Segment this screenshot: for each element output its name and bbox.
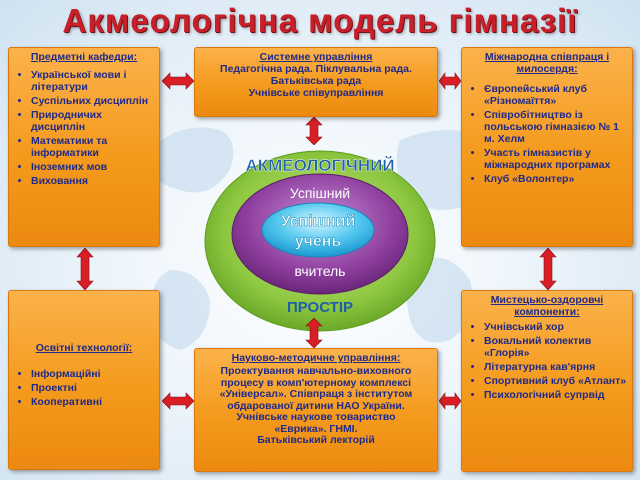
box-system-management: Системне управління Педагогічна рада. Пі… <box>194 47 438 117</box>
box-heading-line2: милосердя: <box>516 63 578 75</box>
list-item: Спортивний клуб «Атлант» <box>484 375 628 387</box>
middle-top-label: Успішний <box>290 185 350 201</box>
box-line: «Еврика». ГНМІ. <box>274 422 358 435</box>
inner-ellipse <box>261 202 375 258</box>
outer-top-label: АКМЕОЛОГІЧНИЙ <box>245 156 394 175</box>
box-arts-health-components: Мистецько-оздоровчі компоненти: Учнівськ… <box>461 290 633 472</box>
cooperation-list: Європейський клуб «Різномаїття» Співробі… <box>462 83 632 185</box>
arrow-left-bottom-to-center-bottom <box>162 392 194 410</box>
list-item: Кооперативні <box>31 396 155 408</box>
list-item: Психологічний супрвід <box>484 389 628 401</box>
list-item: Участь гімназистів у міжнародних програм… <box>484 147 628 171</box>
box-line: обдарованої дитини НАО України. <box>227 399 405 412</box>
central-ellipses: АКМЕОЛОГІЧНИЙ ПРОСТІР Успішний вчитель У… <box>204 150 436 332</box>
box-line: «Універсал». Співпраця з інститутом <box>219 388 413 400</box>
box-line: Батьківський лекторій <box>257 434 375 446</box>
list-item: Вокальний колектив «Глорія» <box>484 335 628 359</box>
box-international-cooperation: Міжнародна співпраця і милосердя: Європе… <box>461 47 633 247</box>
list-item: Іноземних мов <box>31 161 155 173</box>
box-line: Проектування навчально-виховного <box>220 365 412 377</box>
box-subject-departments: Предметні кафедри: Української мови і лі… <box>8 47 160 247</box>
box-heading: Предметні кафедри: <box>30 51 138 63</box>
box-heading: Освітні технології: <box>35 342 133 354</box>
arrow-left-top-to-center-top <box>162 72 194 90</box>
box-line: Учнівське наукове товариство <box>236 411 396 423</box>
box-heading-line2: компоненти: <box>514 306 580 318</box>
list-item: Клуб «Волонтер» <box>484 173 628 185</box>
list-item: Інформаційні <box>31 368 155 380</box>
list-item: Суспільних дисциплін <box>31 95 155 107</box>
components-list: Учнівський хор Вокальний колектив «Глорі… <box>462 321 632 401</box>
box-line: Учнівське співуправління <box>248 87 384 99</box>
arrow-center-bottom-to-right-bottom <box>439 392 461 410</box>
box-line: Батьківська рада <box>270 75 362 87</box>
middle-bottom-label: вчитель <box>295 263 346 279</box>
list-item: Європейський клуб «Різномаїття» <box>484 83 628 107</box>
inner-label-line1: Успішний <box>281 213 356 230</box>
outer-bottom-label: ПРОСТІР <box>287 299 353 316</box>
list-item: Математики та інформатики <box>31 135 155 159</box>
list-item: Української мови і літератури <box>31 69 155 93</box>
box-text: Проектування навчально-виховного процесу… <box>195 364 437 447</box>
box-heading-line1: Міжнародна співпраця і <box>484 51 610 63</box>
box-line: Педагогічна рада. Піклувальна рада. <box>220 63 412 75</box>
list-item: Літературна кав'ярня <box>484 361 628 373</box>
arrow-center-top-to-ellipse <box>305 117 323 145</box>
box-heading: Системне управління <box>259 51 373 63</box>
technology-list: Інформаційні Проектні Кооперативні <box>9 368 159 408</box>
list-item: Учнівський хор <box>484 321 628 333</box>
arrow-ellipse-to-center-bottom <box>305 318 323 348</box>
list-item: Проектні <box>31 382 155 394</box>
box-educational-technologies: Освітні технології: Інформаційні Проектн… <box>8 290 160 470</box>
box-heading: Науково-методичне управління: <box>231 352 401 364</box>
department-list: Української мови і літератури Суспільних… <box>9 69 159 187</box>
box-line: процесу в комп'ютерному комплексі <box>220 376 412 389</box>
box-heading-line1: Мистецько-оздоровчі <box>490 294 604 306</box>
list-item: Співробітництво із польською гімназією №… <box>484 109 628 145</box>
arrow-right-top-to-right-bottom <box>539 248 557 290</box>
list-item: Виховання <box>31 175 155 187</box>
arrow-left-top-to-left-bottom <box>76 248 94 290</box>
diagram-title: Акмеологічна модель гімназії <box>62 2 578 39</box>
list-item: Природничих дисциплін <box>31 109 155 133</box>
inner-label-line2: учень <box>295 233 342 250</box>
arrow-center-top-to-right-top <box>439 72 461 90</box>
box-scientific-methodical-management: Науково-методичне управління: Проектуван… <box>194 348 438 472</box>
